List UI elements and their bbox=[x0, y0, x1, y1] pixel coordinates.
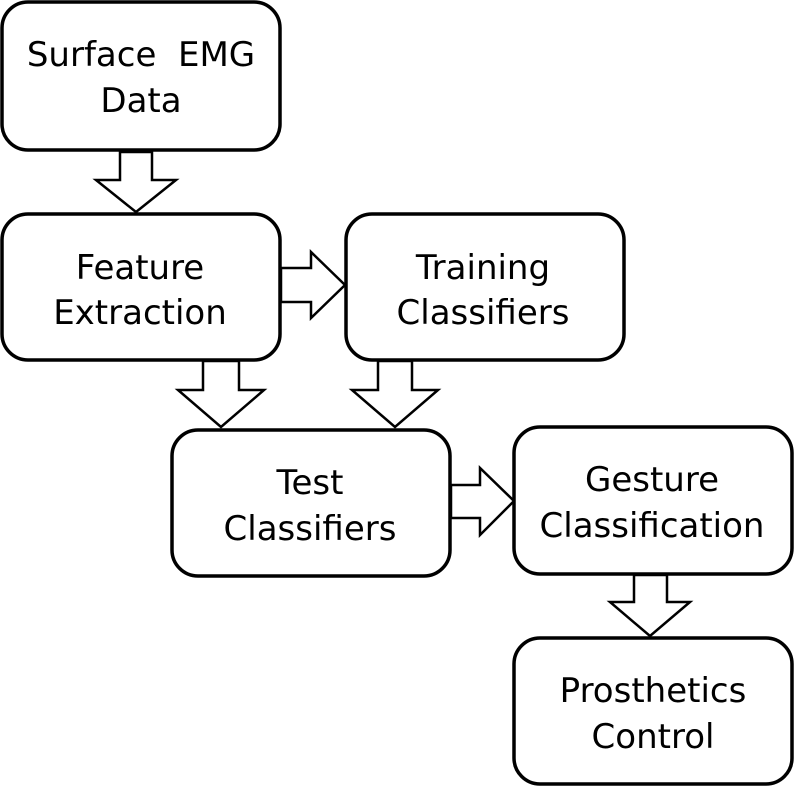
node-feature-extraction: Feature Extraction bbox=[0, 212, 282, 362]
node-test-classifiers: Test Classifiers bbox=[170, 428, 452, 578]
arrow-gesture-classification-to-prosthetics-control bbox=[606, 573, 694, 638]
node-prosthetics-control-line-2: Control bbox=[592, 717, 715, 757]
node-feature-extraction-line-1: Feature bbox=[76, 248, 204, 288]
node-gesture-classification: Gesture Classification bbox=[512, 425, 794, 576]
node-feature-extraction-line-2: Extraction bbox=[53, 293, 227, 333]
arrow-training-classifiers-to-test-classifiers bbox=[348, 359, 442, 429]
node-gesture-classification-line-1: Gesture bbox=[585, 460, 719, 500]
arrow-feature-extraction-to-training-classifiers bbox=[279, 249, 347, 321]
node-prosthetics-control: Prosthetics Control bbox=[512, 636, 794, 786]
node-prosthetics-control-line-1: Prosthetics bbox=[560, 671, 747, 711]
node-surface-emg-data-line-2: Data bbox=[100, 81, 181, 121]
arrow-surface-emg-to-feature-extraction bbox=[92, 150, 180, 214]
arrow-feature-extraction-to-test-classifiers bbox=[174, 359, 268, 429]
node-training-classifiers-line-1: Training bbox=[415, 248, 550, 288]
node-surface-emg-data: Surface EMG Data bbox=[0, 0, 282, 152]
node-training-classifiers-line-2: Classifiers bbox=[397, 293, 570, 333]
node-test-classifiers-line-2: Classifiers bbox=[224, 509, 397, 549]
node-surface-emg-data-line-1: Surface EMG bbox=[27, 35, 255, 75]
node-gesture-classification-line-2: Classification bbox=[540, 506, 765, 546]
arrow-test-classifiers-to-gesture-classification bbox=[449, 465, 516, 539]
node-training-classifiers: Training Classifiers bbox=[344, 212, 626, 362]
node-test-classifiers-line-1: Test bbox=[276, 463, 344, 503]
